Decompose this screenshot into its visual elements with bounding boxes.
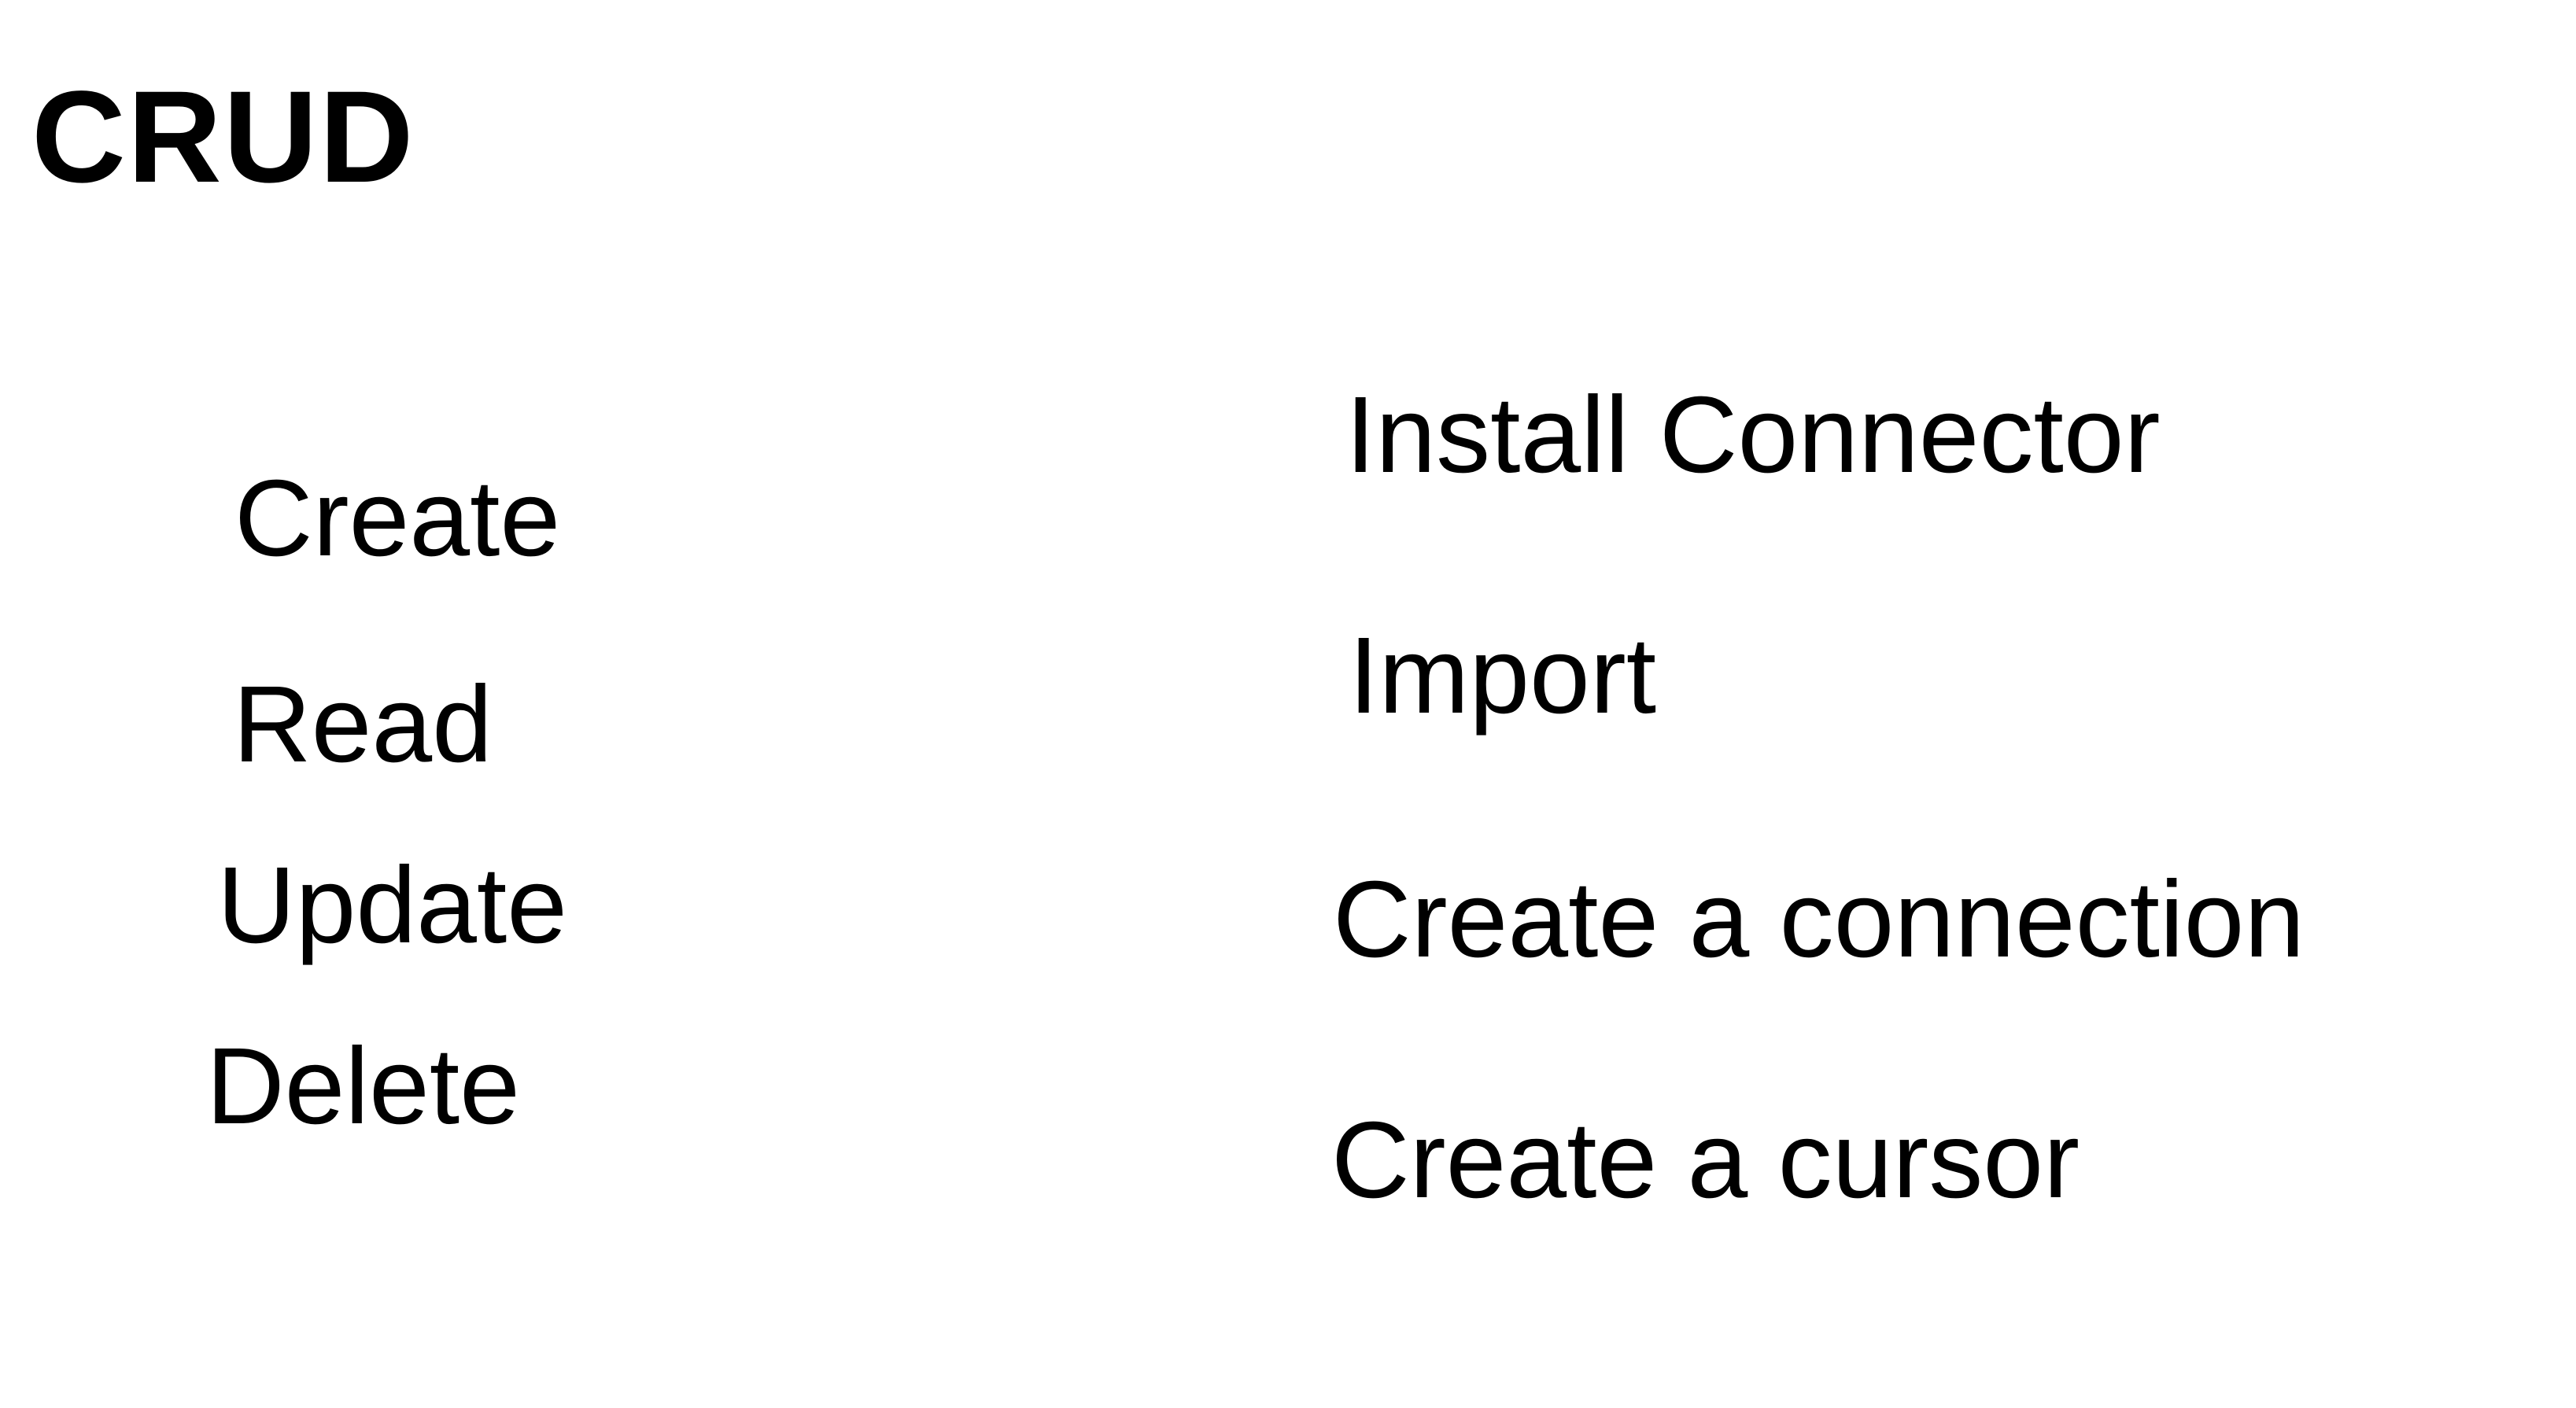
crud-item-create: Create bbox=[234, 458, 561, 579]
crud-item-delete: Delete bbox=[206, 1026, 520, 1147]
step-create-cursor: Create a cursor bbox=[1331, 1100, 2080, 1221]
step-create-connection: Create a connection bbox=[1333, 859, 2305, 980]
step-import: Import bbox=[1349, 615, 1657, 736]
slide-title: CRUD bbox=[31, 65, 415, 210]
crud-item-read: Read bbox=[233, 664, 493, 785]
crud-item-update: Update bbox=[217, 845, 567, 966]
step-install-connector: Install Connector bbox=[1345, 374, 2161, 496]
